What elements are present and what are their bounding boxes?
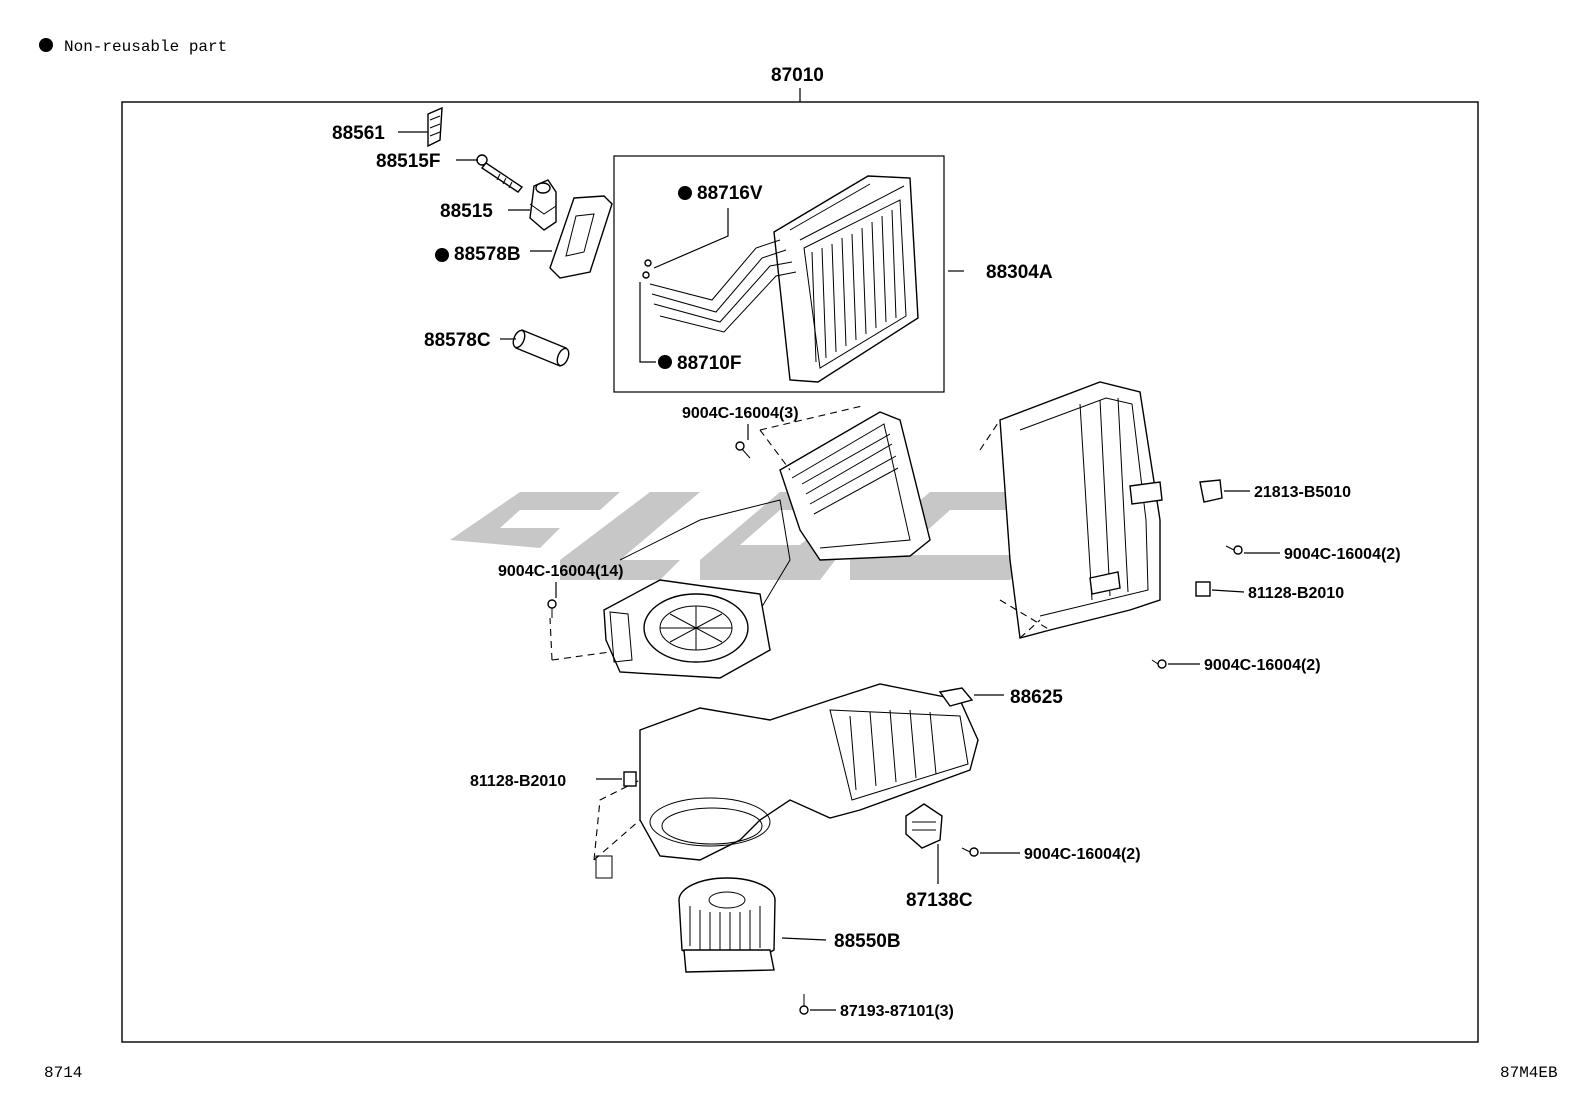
non-reusable-marker-88710F	[658, 355, 672, 369]
clip-21813-drawing	[1199, 479, 1223, 503]
assembly-number[interactable]: 87010	[771, 65, 824, 86]
filled-circle-icon	[39, 38, 53, 52]
part-label-88515F[interactable]: 88515F	[376, 151, 440, 172]
part-87138C-drawing	[905, 803, 943, 849]
footer-left-code: 8714	[44, 1064, 82, 1082]
part-label-21813-B5010[interactable]: 21813-B5010	[1254, 484, 1351, 501]
part-label-88561[interactable]: 88561	[332, 123, 385, 144]
part-label-81128-B2010-l[interactable]: 81128-B2010	[470, 773, 566, 790]
screw-r2-drawing	[1151, 659, 1167, 669]
footer-right-code: 87M4EB	[1500, 1064, 1558, 1082]
part-label-88304A[interactable]: 88304A	[986, 262, 1053, 283]
part-label-9004C-16004-2-r2[interactable]: 9004C-16004(2)	[1204, 657, 1321, 674]
upper-case-drawing	[619, 405, 931, 611]
part-label-81128-B2010-r[interactable]: 81128-B2010	[1248, 585, 1344, 602]
screw-b-drawing	[961, 847, 979, 857]
assembly-frame: 87010	[121, 65, 1479, 1043]
non-reusable-marker-88578B	[435, 248, 449, 262]
part-88304A-drawing	[642, 175, 919, 383]
part-label-88710F[interactable]: 88710F	[677, 353, 741, 374]
clip-r-drawing	[1195, 581, 1211, 597]
part-label-9004C-16004-14[interactable]: 9004C-16004(14)	[498, 563, 623, 580]
part-label-9004C-16004-2-b[interactable]: 9004C-16004(2)	[1024, 846, 1141, 863]
part-label-88550B[interactable]: 88550B	[834, 931, 901, 952]
part-label-9004C-16004-2-r1[interactable]: 9004C-16004(2)	[1284, 546, 1401, 563]
part-88550B-drawing	[678, 877, 776, 973]
part-label-88578C[interactable]: 88578C	[424, 330, 491, 351]
part-88561-drawing	[427, 106, 443, 148]
non-reusable-marker-88716V	[678, 186, 692, 200]
part-label-88625[interactable]: 88625	[1010, 687, 1063, 708]
evaporator-subframe	[613, 155, 945, 393]
part-88578C-drawing	[512, 329, 570, 367]
legend: Non-reusable part	[39, 38, 227, 56]
part-label-87138C[interactable]: 87138C	[906, 890, 973, 911]
clip-l-drawing	[623, 771, 637, 787]
part-88515-drawing	[529, 179, 557, 231]
lower-case-drawing	[593, 683, 979, 879]
legend-text: Non-reusable part	[64, 38, 227, 56]
part-88515F-drawing	[476, 154, 524, 193]
part-88625-drawing	[938, 687, 974, 707]
part-label-87193-87101-3[interactable]: 87193-87101(3)	[840, 1003, 954, 1020]
part-label-88716V[interactable]: 88716V	[697, 183, 763, 204]
leader-lines	[398, 131, 1280, 1011]
blower-case-drawing	[549, 579, 771, 679]
screw-bottom-drawing	[799, 994, 809, 1015]
screw-top-drawing	[735, 441, 751, 459]
part-label-88578B[interactable]: 88578B	[454, 244, 521, 265]
right-case-drawing	[979, 381, 1163, 639]
part-88578B-drawing	[549, 195, 613, 279]
screw-left-drawing	[547, 599, 557, 618]
screw-r1-drawing	[1225, 545, 1243, 555]
part-label-88515[interactable]: 88515	[440, 201, 493, 222]
part-label-9004C-16004-3[interactable]: 9004C-16004(3)	[682, 405, 799, 422]
screws	[547, 441, 1243, 1015]
